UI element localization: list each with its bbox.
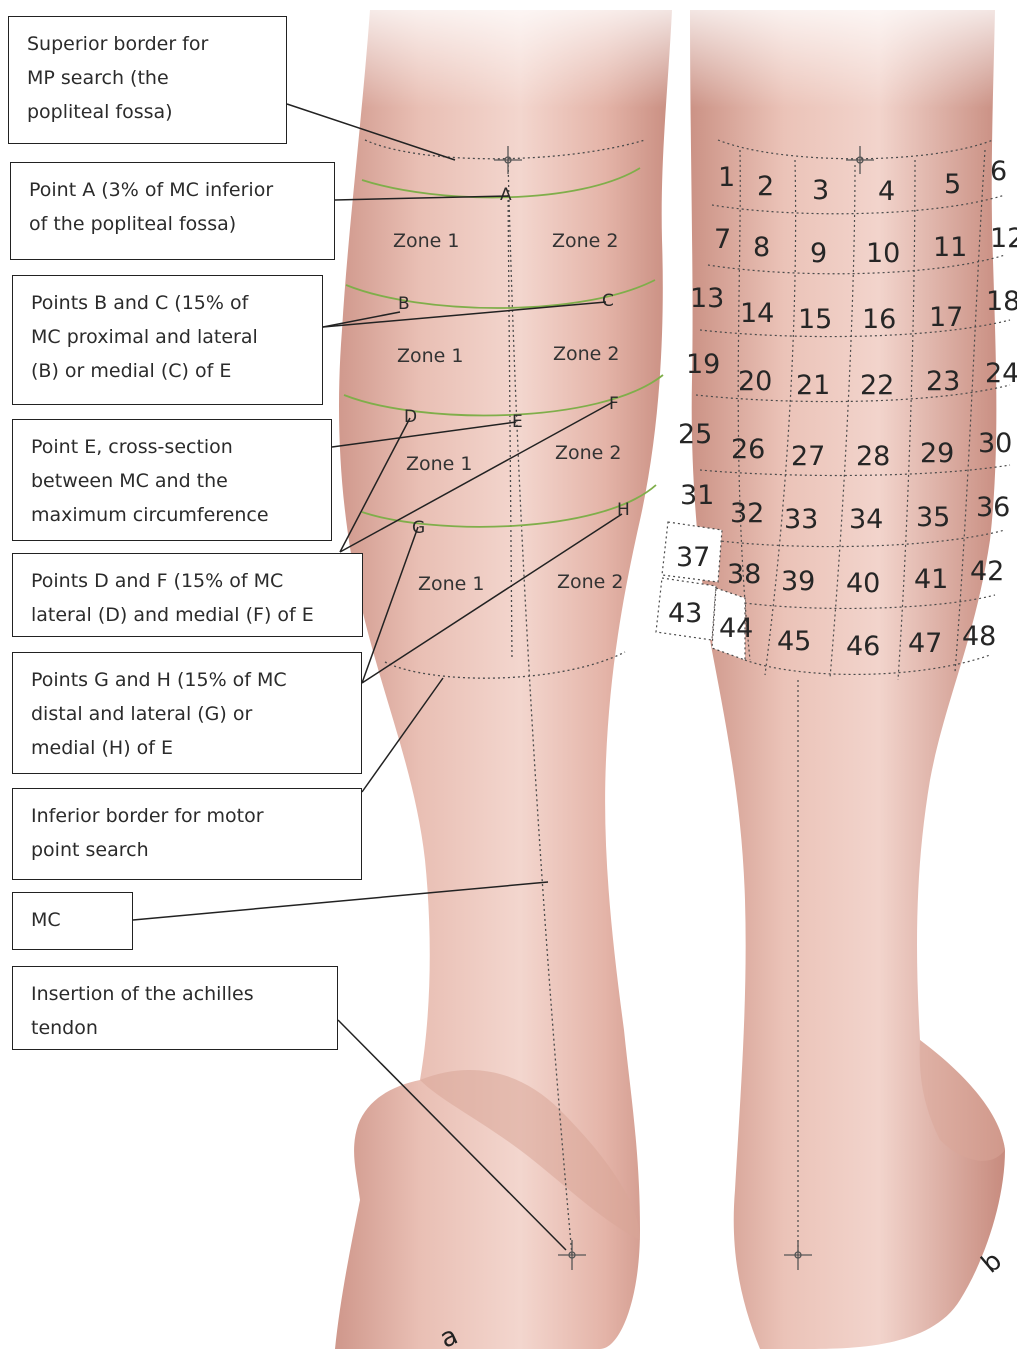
grid-cell-27: 27: [791, 441, 825, 472]
grid-cell-29: 29: [920, 438, 954, 469]
annotation-line: tendon: [31, 1011, 319, 1045]
grid-cell-4: 4: [878, 176, 895, 207]
point-label-h: H: [617, 500, 630, 520]
grid-cell-22: 22: [860, 370, 894, 401]
grid-cell-31: 31: [680, 480, 714, 511]
zone-label-right: Zone 2: [555, 442, 622, 464]
annotation-line: of the popliteal fossa): [29, 207, 316, 241]
annotation-line: Point A (3% of MC inferior: [29, 173, 316, 207]
annotation-line: point search: [31, 833, 343, 867]
grid-cell-7: 7: [714, 224, 731, 255]
zone-label-left: Zone 1: [406, 453, 473, 475]
point-label-a: A: [500, 185, 512, 205]
grid-cell-21: 21: [796, 370, 830, 401]
annotation-line: popliteal fossa): [27, 95, 268, 129]
zone-label-right: Zone 2: [553, 343, 620, 365]
grid-cell-18: 18: [986, 286, 1017, 317]
grid-cell-6: 6: [990, 156, 1007, 187]
grid-cell-43: 43: [668, 598, 702, 629]
grid-cell-3: 3: [812, 175, 829, 206]
annotation-points-b-c: Points B and C (15% ofMC proximal and la…: [12, 275, 323, 405]
grid-cell-39: 39: [781, 566, 815, 597]
grid-cell-44: 44: [719, 613, 753, 644]
grid-cell-36: 36: [976, 492, 1010, 523]
grid-cell-45: 45: [777, 626, 811, 657]
annotation-line: Points D and F (15% of MC: [31, 564, 344, 598]
grid-cell-38: 38: [727, 559, 761, 590]
grid-cell-35: 35: [916, 502, 950, 533]
zone-label-left: Zone 1: [393, 230, 460, 252]
grid-cell-26: 26: [731, 434, 765, 465]
annotation-line: Points B and C (15% of: [31, 286, 304, 320]
grid-cell-5: 5: [944, 169, 961, 200]
grid-cell-32: 32: [730, 498, 764, 529]
annotation-line: Point E, cross-section: [31, 430, 313, 464]
grid-cell-25: 25: [678, 419, 712, 450]
annotation-line: (B) or medial (C) of E: [31, 354, 304, 388]
grid-cell-1: 1: [718, 162, 735, 193]
grid-cell-23: 23: [926, 366, 960, 397]
grid-cell-24: 24: [985, 358, 1017, 389]
grid-cell-28: 28: [856, 441, 890, 472]
point-label-c: C: [602, 291, 614, 311]
zone-label-left: Zone 1: [397, 345, 464, 367]
annotation-mc: MC: [12, 892, 133, 950]
grid-cell-16: 16: [862, 304, 896, 335]
grid-cell-10: 10: [866, 238, 900, 269]
point-label-g: G: [412, 518, 425, 538]
annotation-line: Inferior border for motor: [31, 799, 343, 833]
grid-cell-34: 34: [849, 504, 883, 535]
grid-cell-9: 9: [810, 238, 827, 269]
annotation-line: MC proximal and lateral: [31, 320, 304, 354]
zone-label-left: Zone 1: [418, 573, 485, 595]
grid-cell-20: 20: [738, 366, 772, 397]
grid-cell-48: 48: [962, 621, 996, 652]
grid-cell-33: 33: [784, 504, 818, 535]
grid-cell-14: 14: [740, 298, 774, 329]
zone-label-right: Zone 2: [552, 230, 619, 252]
grid-cell-12: 12: [990, 223, 1017, 254]
annotation-line: Insertion of the achilles: [31, 977, 319, 1011]
grid-cell-46: 46: [846, 631, 880, 662]
grid-cell-13: 13: [690, 283, 724, 314]
grid-cell-47: 47: [908, 628, 942, 659]
annotation-line: maximum circumference: [31, 498, 313, 532]
grid-cell-41: 41: [914, 564, 948, 595]
annotation-line: Superior border for: [27, 27, 268, 61]
zone-label-right: Zone 2: [557, 571, 624, 593]
grid-cell-37: 37: [676, 542, 710, 573]
annotation-point-a: Point A (3% of MC inferiorof the poplite…: [10, 162, 335, 260]
grid-cell-8: 8: [753, 232, 770, 263]
grid-cell-11: 11: [933, 232, 967, 263]
grid-cell-19: 19: [686, 349, 720, 380]
grid-cell-42: 42: [970, 556, 1004, 587]
annotation-line: Points G and H (15% of MC: [31, 663, 343, 697]
annotation-line: lateral (D) and medial (F) of E: [31, 598, 344, 632]
point-label-d: D: [404, 407, 417, 427]
grid-cell-17: 17: [929, 302, 963, 333]
annotation-line: MP search (the: [27, 61, 268, 95]
annotation-line: MC: [31, 903, 114, 937]
grid-cell-30: 30: [978, 428, 1012, 459]
annotation-line: distal and lateral (G) or: [31, 697, 343, 731]
annotation-line: between MC and the: [31, 464, 313, 498]
grid-cell-40: 40: [846, 568, 880, 599]
annotation-line: medial (H) of E: [31, 731, 343, 765]
grid-cell-15: 15: [798, 304, 832, 335]
grid-cell-2: 2: [757, 171, 774, 202]
point-label-b: B: [398, 294, 410, 314]
